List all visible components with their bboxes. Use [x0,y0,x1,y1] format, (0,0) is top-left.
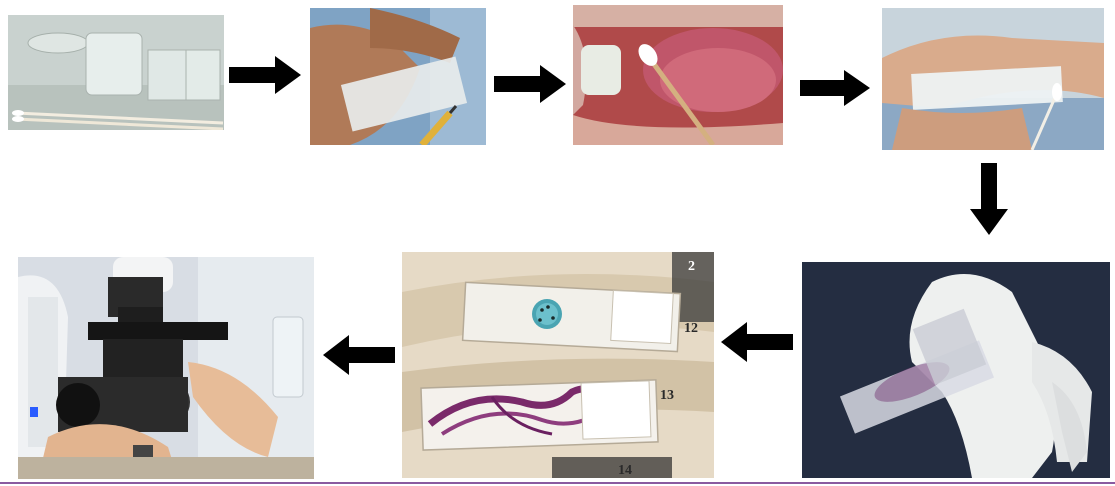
arrow-right-3 [800,70,870,106]
arrow-down [970,163,1008,235]
step5-gloved-hand-slide-photo [802,262,1110,478]
slide-number-2: 2 [688,259,695,274]
slide-number-12: 12 [684,321,698,336]
slide-number-13: 13 [660,388,674,403]
arrow-left-2 [323,335,395,375]
step6-stained-slides-photo: 12 13 14 2 [402,252,714,478]
step7-microscope-photo [18,257,314,479]
arrow-right-2 [494,65,566,103]
step3-oral-swab-photo [573,5,783,145]
step1-slides-swabs-photo [8,15,224,130]
bottom-divider-line [0,482,1115,484]
arrow-right-1 [229,56,301,94]
step2-labeling-slide-photo [310,8,486,145]
arrow-left-1 [721,322,793,362]
step4-smearing-slide-photo [882,8,1104,150]
slide-number-14: 14 [618,463,632,478]
